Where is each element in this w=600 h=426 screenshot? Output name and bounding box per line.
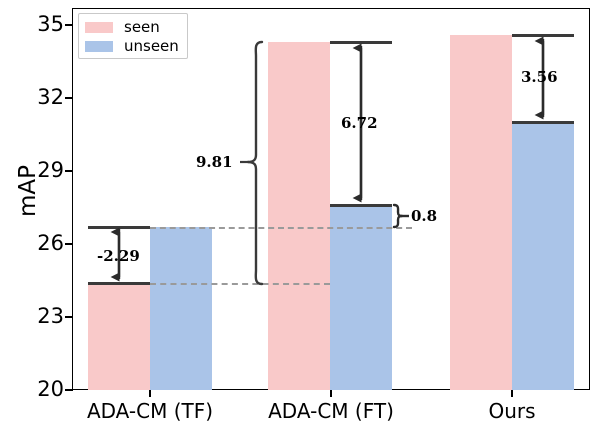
annotation-ft-gap: 6.72 xyxy=(341,114,378,132)
annotation-ours-gap: 3.56 xyxy=(521,68,558,86)
level-line-seen-ours xyxy=(512,34,574,37)
annotation-cross-gain: 9.81 xyxy=(196,153,233,171)
guide-line-unseen-tf xyxy=(150,227,412,229)
level-line-seen-tf xyxy=(88,282,150,285)
y-tick-label-35: 35 xyxy=(37,12,64,36)
y-tick-mark-35 xyxy=(65,24,73,26)
level-line-unseen-tf xyxy=(88,226,150,229)
annotation-unseen-gain: 0.8 xyxy=(411,207,438,225)
legend-label-seen: seen xyxy=(124,18,160,36)
y-tick-label-26: 26 xyxy=(37,231,64,255)
legend-swatch-seen xyxy=(85,22,113,33)
level-line-unseen-ours xyxy=(512,121,574,124)
y-tick-label-32: 32 xyxy=(37,85,64,109)
level-line-seen-ft xyxy=(330,41,392,44)
x-tick-label-ada-cm-tf: ADA-CM (TF) xyxy=(86,399,214,423)
y-tick-label-23: 23 xyxy=(37,304,64,328)
y-axis-title: mAP xyxy=(15,165,41,218)
x-tick-mark-ada-cm-tf xyxy=(149,390,151,397)
annotation-tf-gap: -2.29 xyxy=(97,247,140,265)
x-tick-label-ada-cm-ft: ADA-CM (FT) xyxy=(268,399,394,423)
x-tick-label-ours: Ours xyxy=(488,399,536,423)
y-tick-mark-20 xyxy=(65,389,73,391)
x-tick-mark-ours xyxy=(511,390,513,397)
legend-label-unseen: unseen xyxy=(124,37,179,55)
y-tick-mark-29 xyxy=(65,170,73,172)
y-tick-mark-32 xyxy=(65,97,73,99)
guide-line-seen-tf xyxy=(150,283,330,285)
x-tick-mark-ada-cm-ft xyxy=(330,390,332,397)
legend: seen unseen xyxy=(78,13,188,59)
y-tick-mark-26 xyxy=(65,243,73,245)
bar-seen-ours[interactable] xyxy=(450,35,512,390)
bar-seen-ada-cm-tf[interactable] xyxy=(88,283,150,390)
bar-seen-ada-cm-ft[interactable] xyxy=(268,42,330,390)
y-tick-mark-23 xyxy=(65,316,73,318)
bar-unseen-ada-cm-ft[interactable] xyxy=(330,205,392,390)
level-line-unseen-ft xyxy=(330,204,392,207)
legend-swatch-unseen xyxy=(85,41,113,52)
legend-item-seen[interactable]: seen xyxy=(85,18,181,37)
y-tick-label-20: 20 xyxy=(37,377,64,401)
bar-unseen-ada-cm-tf[interactable] xyxy=(150,227,212,390)
y-tick-label-29: 29 xyxy=(37,158,64,182)
bar-unseen-ours[interactable] xyxy=(512,122,574,390)
legend-item-unseen[interactable]: unseen xyxy=(85,37,181,56)
